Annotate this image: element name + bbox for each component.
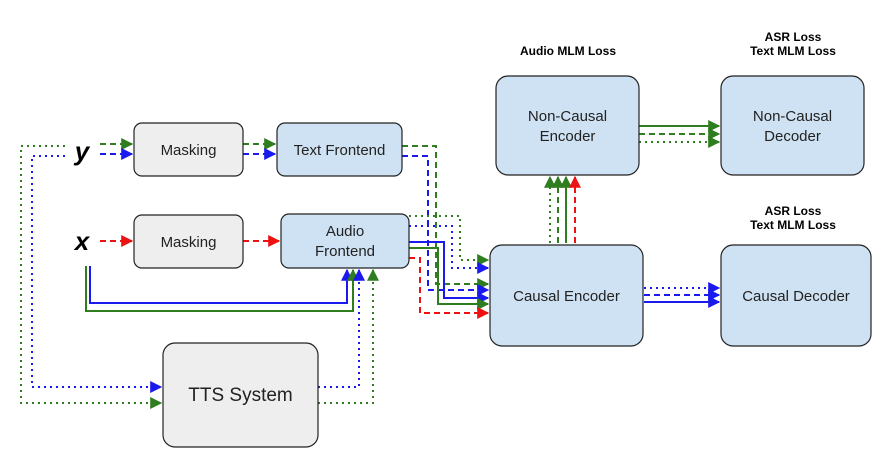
text-frontend-label: Text Frontend [294,142,386,159]
edge-x-to-audiofrontend-green [85,266,359,312]
text-frontend-box [276,122,403,177]
edge-textfrontend-to-causalencoder-blue [402,155,490,296]
masking-x-label: Masking [161,234,217,251]
input-y-label: y [73,136,91,166]
causal-decoder-box [720,244,872,347]
masking-y-label: Masking [161,142,217,159]
tts-system-label: TTS System [188,385,293,406]
audio-frontend-box [280,213,410,269]
edge-x-to-audiofrontend-blue [89,266,353,304]
causal-encoder-label: Causal Encoder [513,288,620,305]
edge-audiofrontend-to-causalencoder-blue-solid [409,241,490,304]
audio-frontend-label-line2: Frontend [315,243,375,260]
noncausal-decoder-box [720,75,865,176]
noncausal-decoder-label-line2: Decoder [764,128,821,145]
edge-tts-to-audiofrontend-blue [318,268,365,388]
edge-tts-to-audiofrontend-green [318,268,379,404]
loss-noncausal-encoder: Audio MLM Loss [520,44,616,58]
edge-audiofrontend-to-causalencoder-red [409,257,490,319]
causal-decoder-label: Causal Decoder [742,288,850,305]
edge-textfrontend-to-causalencoder-green [402,145,490,290]
tts-system-box [162,342,319,448]
noncausal-encoder-box [495,75,640,176]
noncausal-encoder-label-line2: Encoder [540,128,596,145]
edge-y-to-tts-blue [31,155,163,393]
edge-audiofrontend-to-causalencoder-green-solid [409,247,490,310]
loss-noncausal-decoder-line1: ASR Loss [765,30,822,44]
masking-x-box [133,214,244,269]
loss-noncausal-decoder-line2: Text MLM Loss [750,44,836,58]
noncausal-encoder-label-line1: Non-Causal [528,108,607,125]
loss-causal-decoder-line2: Text MLM Loss [750,218,836,232]
causal-encoder-box [489,244,644,347]
loss-causal-decoder-line1: ASR Loss [765,204,822,218]
input-x-label: x [73,226,91,256]
edge-audiofrontend-to-causalencoder-green-dotted [409,215,490,266]
edge-audiofrontend-to-causalencoder-blue-dotted [409,225,490,274]
masking-y-box [133,122,244,177]
noncausal-decoder-label-line1: Non-Causal [753,108,832,125]
audio-frontend-label-line1: Audio [326,223,364,240]
